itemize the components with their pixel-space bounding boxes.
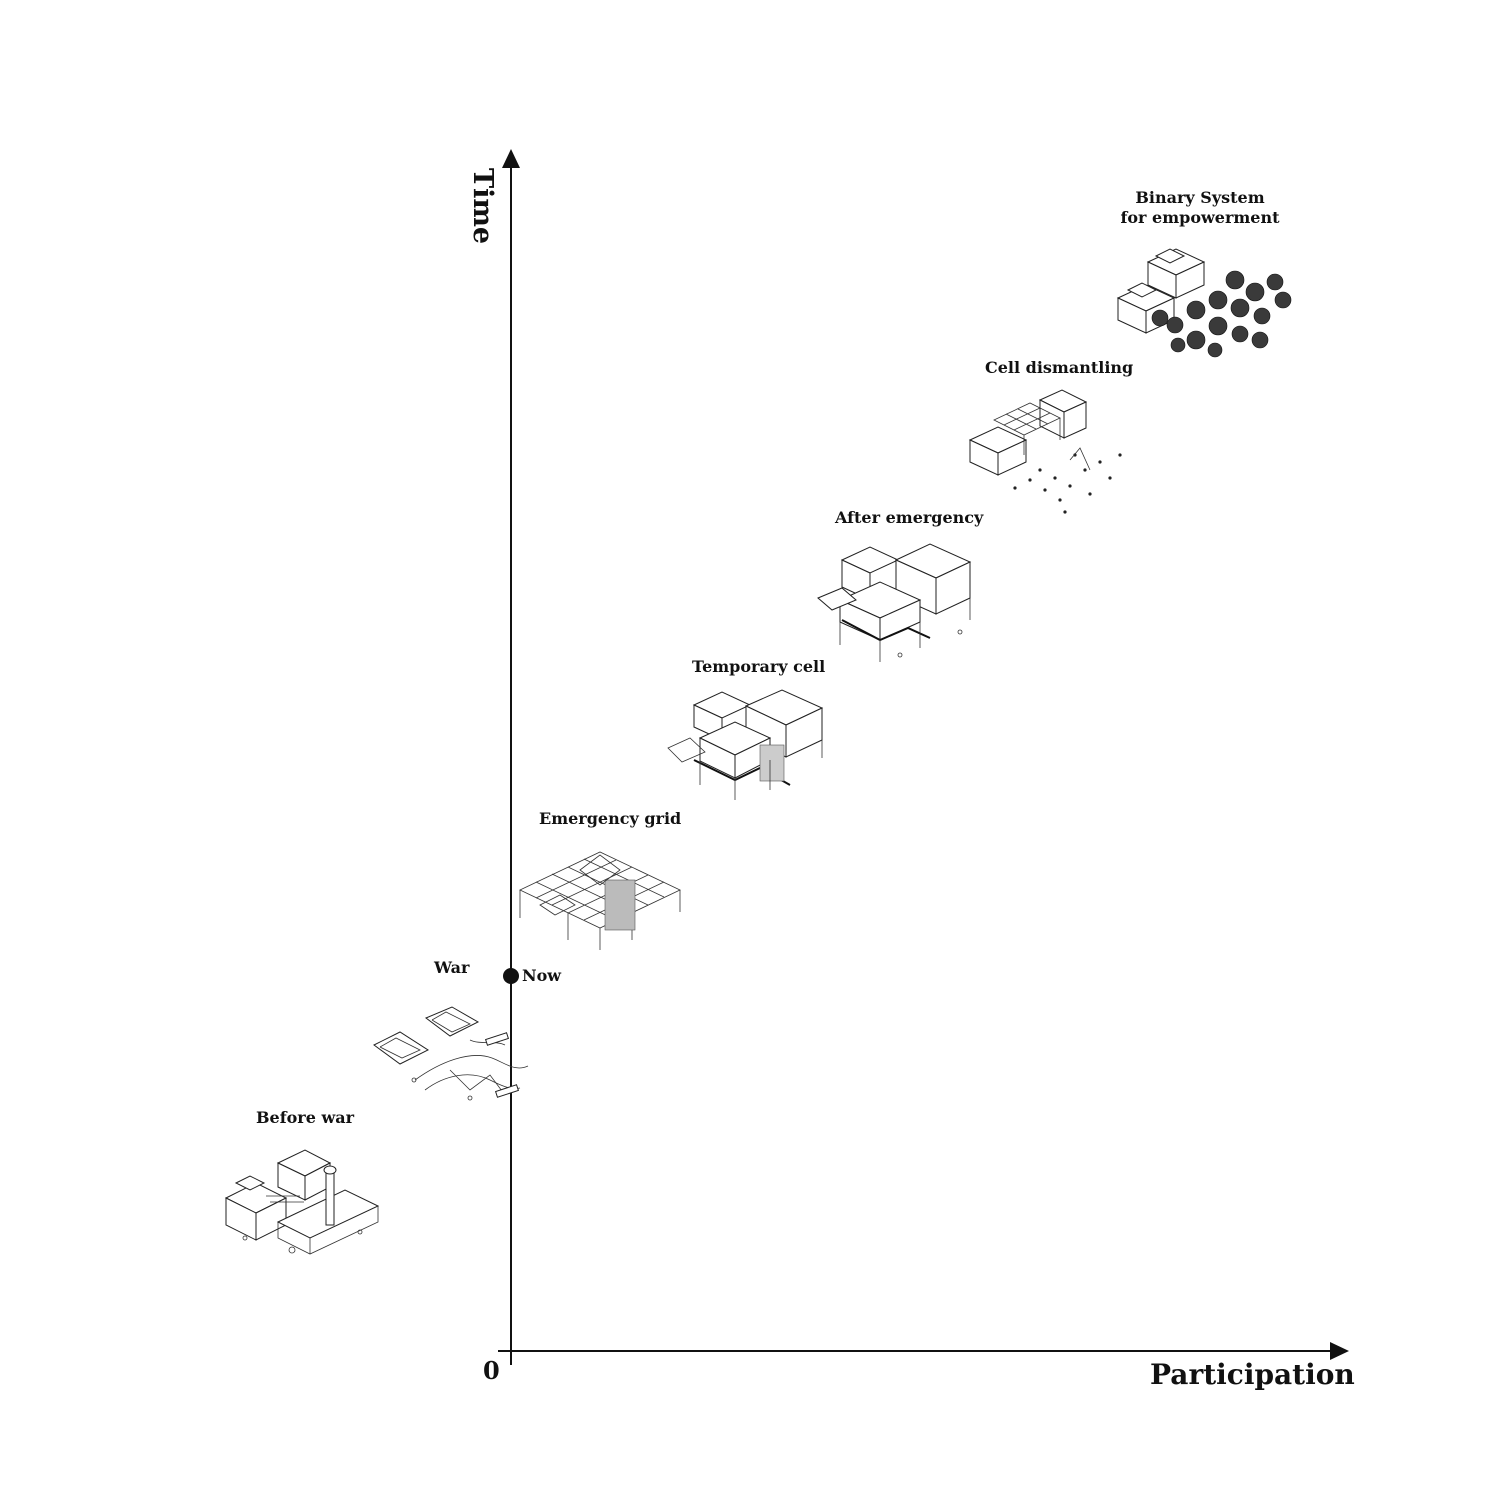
y-axis-title: Time [467,168,498,245]
stage-label-binary-system-line1: Binary System [1135,188,1265,207]
x-axis-arrowhead [1330,1342,1349,1360]
origin-label: 0 [483,1356,500,1385]
now-marker-dot [503,968,519,984]
x-axis-title: Participation [1150,1358,1355,1391]
temporary-cell-illustration [667,689,824,800]
before-war-illustration [224,1149,380,1255]
after-emergency-illustration [817,543,972,662]
stage-label-temporary-cell: Temporary cell [692,657,826,676]
stage-label-binary-system: Binary System for empowerment [1120,188,1280,228]
y-axis-arrowhead [502,149,520,168]
cell-dismantling-illustration [968,389,1122,514]
axes [498,149,1349,1365]
stage-label-cell-dismantling: Cell dismantling [985,358,1134,377]
stage-label-binary-system-line2: for empowerment [1120,208,1280,227]
stage-label-after-emergency: After emergency [835,508,984,527]
stage-label-before-war: Before war [256,1108,355,1127]
now-marker-label: Now [522,966,562,985]
stage-label-war: War [434,958,470,977]
binary-system-illustration [1116,248,1292,358]
war-illustration [373,1006,529,1101]
stage-label-emergency-grid: Emergency grid [539,809,682,828]
emergency-grid-illustration [519,851,681,950]
